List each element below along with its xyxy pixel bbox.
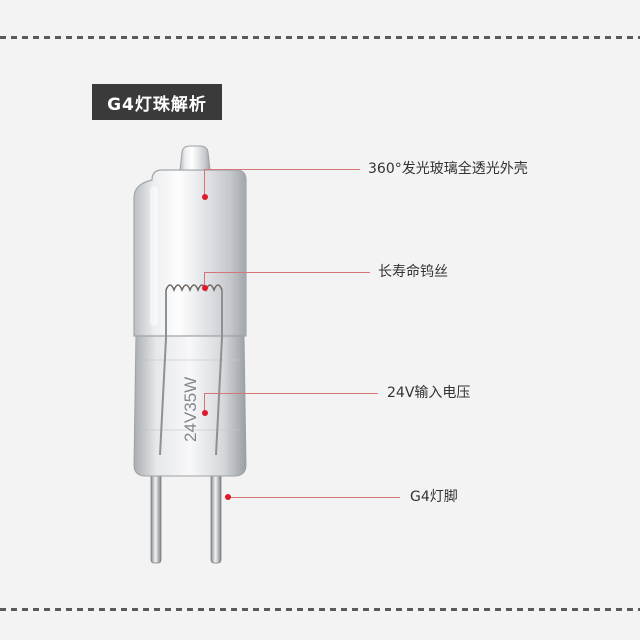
bulb-base bbox=[133, 334, 247, 477]
callout-line-filament bbox=[204, 272, 370, 273]
callout-dot-pin bbox=[225, 494, 231, 500]
callout-line-voltage-vert bbox=[204, 393, 205, 413]
glass-envelope bbox=[133, 169, 247, 337]
glass-tip bbox=[179, 145, 211, 171]
callout-line-glass bbox=[204, 169, 360, 170]
section-title: G4灯珠解析 bbox=[92, 84, 222, 120]
bottom-dashed-border bbox=[0, 608, 640, 611]
callout-dot-glass bbox=[202, 194, 208, 200]
callout-line-filament-vert bbox=[204, 272, 205, 288]
callout-label-voltage: 24V输入电压 bbox=[387, 385, 471, 401]
callout-dot-voltage bbox=[202, 410, 208, 416]
top-dashed-border bbox=[0, 36, 640, 39]
callout-line-glass-vert bbox=[204, 169, 205, 197]
bulb-print-text: 24V35W bbox=[181, 377, 200, 442]
callout-line-voltage bbox=[204, 393, 378, 394]
callout-dot-filament bbox=[202, 285, 208, 291]
callout-line-pin bbox=[228, 497, 400, 498]
callout-label-pin: G4灯脚 bbox=[410, 489, 458, 505]
callout-label-glass: 360°发光玻璃全透光外壳 bbox=[368, 161, 528, 177]
callout-label-filament: 长寿命钨丝 bbox=[378, 264, 448, 280]
tungsten-filament bbox=[165, 284, 223, 293]
